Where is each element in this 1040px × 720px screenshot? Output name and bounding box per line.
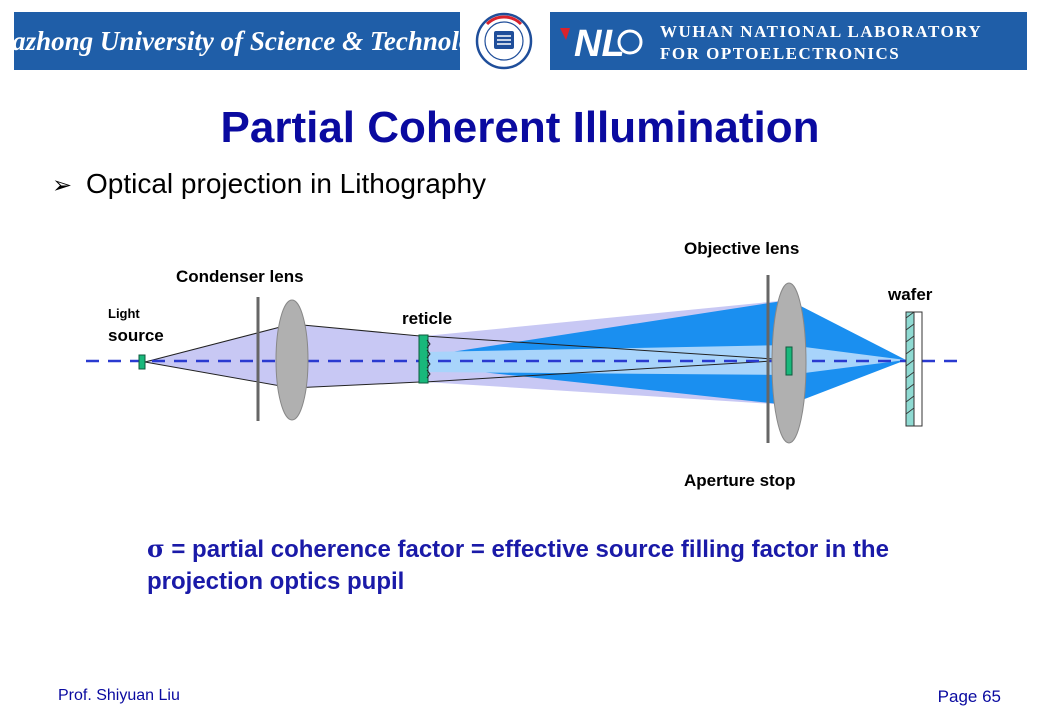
aperture-stop-label: Aperture stop — [684, 471, 795, 490]
projection-ray-bottom — [424, 359, 790, 383]
university-banner: Huazhong University of Science & Technol… — [0, 12, 498, 70]
footer-author: Prof. Shiyuan Liu — [58, 687, 180, 704]
condenser-lens — [275, 299, 309, 421]
sigma-definition: σ = partial coherence factor = effective… — [147, 533, 927, 598]
wafer-substrate — [913, 311, 923, 427]
university-seal-icon — [475, 12, 533, 70]
lab-name-line2: FOR OPTOELECTRONICS — [660, 44, 901, 63]
lab-logo-icon: NL — [560, 23, 643, 62]
collimated-ray-top — [291, 323, 421, 337]
pupil-source-image — [785, 346, 793, 376]
light-label: Light — [108, 306, 140, 321]
illumination-ray-bottom — [144, 361, 293, 389]
reticle-label: reticle — [402, 309, 452, 328]
projection-beam-central — [425, 345, 789, 375]
lab-name-line1: WUHAN NATIONAL LABORATORY — [660, 22, 983, 41]
lab-logo-text: NL — [574, 23, 625, 62]
source-label: source — [108, 326, 164, 345]
wafer-hatching — [905, 311, 915, 415]
sigma-symbol: σ — [147, 534, 165, 563]
sigma-definition-text: = partial coherence factor = effective s… — [147, 536, 889, 595]
wafer-label: wafer — [887, 285, 933, 304]
light-source — [138, 354, 146, 370]
illumination-ray-top — [144, 323, 293, 363]
university-name: Huazhong University of Science & Technol… — [0, 25, 498, 56]
focusing-beam-central — [789, 345, 906, 375]
bullet-item: ➢ Optical projection in Lithography — [52, 168, 486, 200]
collimated-ray-bottom — [291, 381, 421, 389]
lab-banner: NL WUHAN NATIONAL LABORATORY FOR OPTOELE… — [550, 12, 1027, 70]
reticle-mask — [418, 334, 429, 384]
objective-lens-label: Objective lens — [684, 239, 799, 258]
reticle-pattern — [426, 339, 431, 379]
projection-ray-top — [424, 335, 790, 361]
condenser-lens-label: Condenser lens — [176, 267, 304, 286]
arrow-bullet-icon: ➢ — [52, 171, 73, 199]
bullet-text: Optical projection in Lithography — [86, 168, 487, 199]
footer-page-number: Page 65 — [937, 687, 1001, 706]
slide-title: Partial Coherent Illumination — [220, 103, 820, 152]
